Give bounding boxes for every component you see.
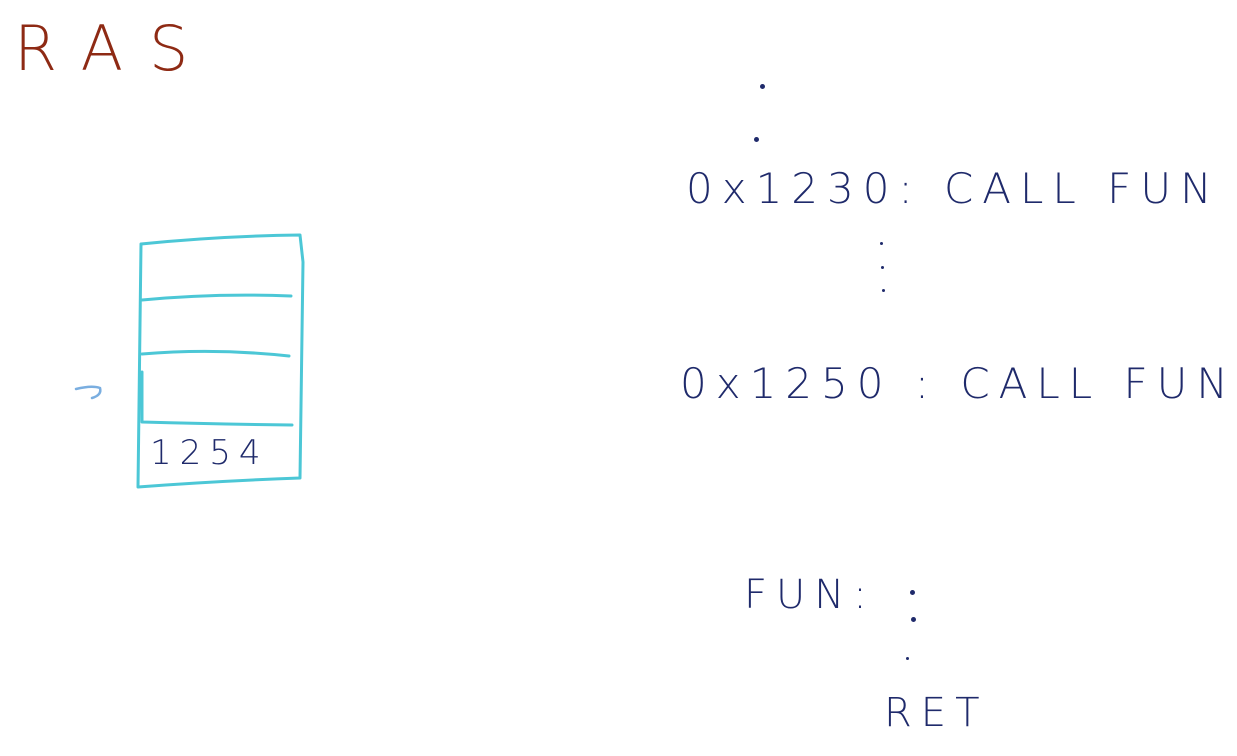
ellipsis-dot bbox=[881, 266, 884, 269]
ras-stack bbox=[74, 233, 305, 489]
stack-divider-1 bbox=[140, 293, 293, 302]
ellipsis-dot bbox=[754, 137, 759, 142]
stack-divider-3 bbox=[140, 370, 294, 427]
ellipsis-dot bbox=[760, 84, 765, 89]
stack-entry-value: 1254 bbox=[150, 433, 269, 473]
stack-outline bbox=[136, 233, 305, 489]
stack-divider-2 bbox=[140, 349, 291, 358]
ellipsis-dot bbox=[882, 289, 885, 292]
ellipsis-dot bbox=[880, 242, 883, 245]
stack-pointer-arrow bbox=[74, 385, 102, 400]
ellipsis-dot bbox=[906, 657, 909, 660]
ellipsis-dot bbox=[911, 617, 916, 622]
diagram-title: RAS bbox=[14, 12, 215, 85]
ellipsis-dot bbox=[910, 590, 915, 595]
code-line-call-2: 0x1250 : CALL FUN bbox=[680, 359, 1237, 408]
code-line-ret: RET bbox=[884, 690, 989, 736]
code-line-fun-label: FUN: bbox=[744, 572, 876, 618]
code-line-call-1: 0x1230: CALL FUN bbox=[686, 164, 1221, 213]
